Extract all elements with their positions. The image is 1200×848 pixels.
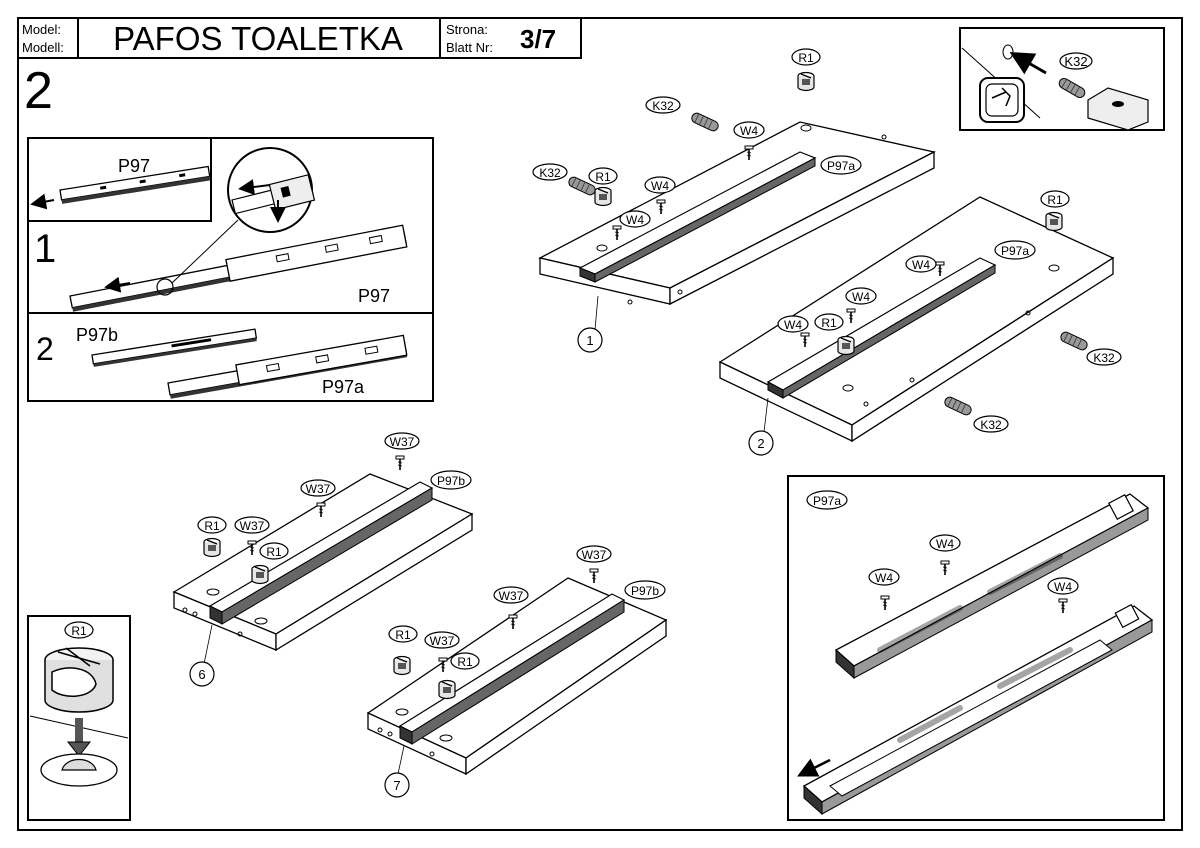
board-7 [366, 577, 668, 776]
label-k32-inset: K32 [1064, 54, 1087, 69]
board-6-w37-b: W37 [306, 482, 331, 496]
board-6-w37-c: W37 [240, 519, 265, 533]
inset-w4-c: W4 [1054, 580, 1072, 594]
page-label-de: Blatt Nr: [446, 40, 493, 55]
rail-label-p97-top: P97 [118, 156, 150, 176]
board-6-w37-a: W37 [390, 435, 415, 449]
substep-1-number: 1 [34, 227, 56, 271]
board-7-w37-b: W37 [499, 589, 524, 603]
board-1-r1-b: R1 [595, 170, 611, 184]
board-1-number: 1 [586, 333, 593, 348]
model-label-de: Modell: [22, 40, 64, 55]
page-label: Strona: [446, 22, 488, 37]
cam-lock-inset [27, 615, 131, 821]
board-2-number: 2 [757, 436, 764, 451]
board-1-w4-c: W4 [626, 213, 644, 227]
rail-detail-panel [27, 137, 434, 402]
board-2-k32-b: K32 [980, 418, 1002, 432]
board-7-w37-c: W37 [430, 634, 455, 648]
board-1-r1-a: R1 [798, 51, 814, 65]
rail-label-p97: P97 [358, 286, 390, 306]
page-number: 3/7 [520, 24, 556, 54]
board-7-w37-a: W37 [582, 548, 607, 562]
board-2-k32-a: K32 [1093, 351, 1115, 365]
board-1-k32-b: K32 [539, 166, 561, 180]
board-6-r1-b: R1 [266, 545, 282, 559]
board-2-r1-a: R1 [1047, 193, 1063, 207]
board-7-p97b: P97b [631, 584, 659, 598]
model-label: Model: [22, 22, 61, 37]
board-7-r1-a: R1 [395, 628, 411, 642]
substep-2-number: 2 [36, 331, 54, 367]
rail-label-p97b: P97b [76, 325, 118, 345]
board-2-r1-b: R1 [821, 316, 837, 330]
board-2-w4-c: W4 [784, 318, 802, 332]
board-1-w4-b: W4 [651, 179, 669, 193]
board-2-p97a: P97a [1001, 244, 1029, 258]
board-2-w4-b: W4 [852, 290, 870, 304]
board-2-w4-a: W4 [912, 258, 930, 272]
inset-w4-a: W4 [936, 537, 954, 551]
board-7-number: 7 [393, 778, 400, 793]
dowel-inset [959, 27, 1165, 131]
rail-label-p97a: P97a [322, 377, 365, 397]
inset-w4-b: W4 [875, 571, 893, 585]
model-title: PAFOS TOALETKA [113, 20, 403, 57]
board-1-w4-a: W4 [740, 124, 758, 138]
title-block [17, 17, 582, 59]
board-1-p97a: P97a [827, 159, 855, 173]
inset-p97a-label: P97a [813, 494, 841, 508]
board-6-p97b: P97b [437, 474, 465, 488]
board-1-k32-a: K32 [652, 99, 674, 113]
step-number: 2 [24, 62, 53, 120]
board-7-r1-b: R1 [457, 655, 473, 669]
board-6-r1-a: R1 [204, 519, 220, 533]
label-r1-inset: R1 [71, 624, 87, 638]
rail-screw-inset [787, 475, 1165, 821]
board-6-number: 6 [198, 667, 205, 682]
